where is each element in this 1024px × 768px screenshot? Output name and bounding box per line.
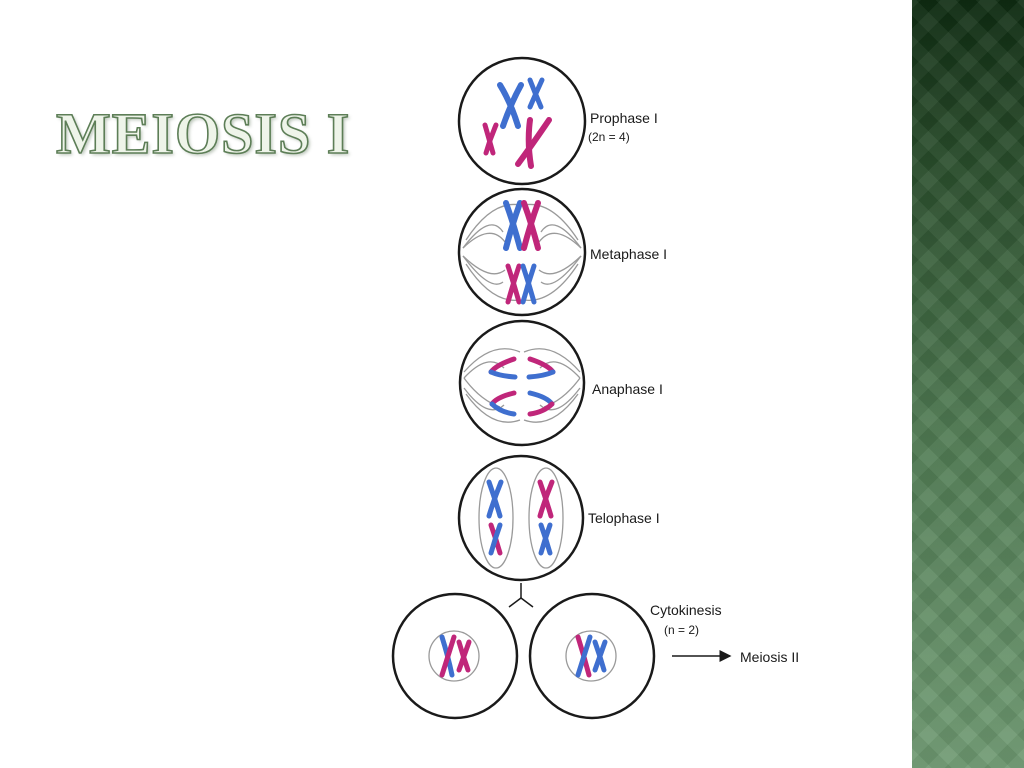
chromosome-pair-upper-right xyxy=(526,356,556,380)
daughter-cell-left xyxy=(391,592,519,720)
slide-title: MEIOSIS I xyxy=(55,100,351,167)
right-nucleus-chromosomes xyxy=(537,479,555,556)
chromosome-pair-lower-left xyxy=(489,390,517,417)
daughter-cell-right xyxy=(528,592,656,720)
telophase-cell xyxy=(457,454,585,582)
spindle-fibers xyxy=(462,203,582,301)
meiosis-diagram: Prophase I (2n = 4) Metaphase I xyxy=(391,56,799,720)
tetrad-lower xyxy=(505,263,537,305)
blue-chromosome-small xyxy=(527,77,545,110)
anaphase-label: Anaphase I xyxy=(592,381,663,397)
division-split-arrows xyxy=(508,583,534,608)
spindle-fibers xyxy=(463,348,581,423)
metaphase-label: Metaphase I xyxy=(590,246,667,262)
telophase-label: Telophase I xyxy=(588,510,660,526)
blue-chromosome-large xyxy=(497,82,524,129)
nuclear-envelope-left xyxy=(478,467,514,569)
prophase-ploidy: (2n = 4) xyxy=(588,130,630,144)
cytokinesis-label: Cytokinesis xyxy=(650,602,722,618)
anaphase-cell xyxy=(458,319,586,447)
tetrad-upper xyxy=(503,200,541,251)
left-nucleus-chromosomes xyxy=(486,479,504,556)
nuclear-envelope-right xyxy=(528,467,564,569)
chromosome-pair-lower-right xyxy=(527,390,555,417)
meiosis-ii-label: Meiosis II xyxy=(740,649,799,665)
cytokinesis-ploidy: (n = 2) xyxy=(664,623,699,637)
magenta-chromosome-small xyxy=(482,122,499,156)
metaphase-cell xyxy=(457,187,587,317)
magenta-chromosome-large xyxy=(515,117,552,169)
prophase-cell xyxy=(457,56,587,186)
chromosome-pair-upper-left xyxy=(488,356,518,380)
decorative-side-panel xyxy=(912,0,1024,768)
prophase-label: Prophase I xyxy=(590,110,658,126)
